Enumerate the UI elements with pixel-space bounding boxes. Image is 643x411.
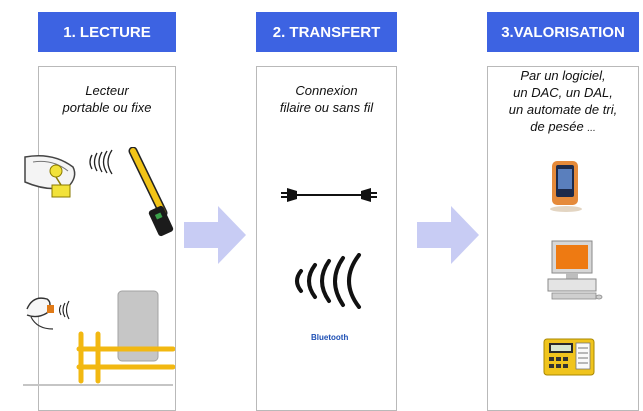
step-3-caption: Par un logiciel, un DAC, un DAL, un auto… [488, 67, 638, 137]
flow-arrow-2-icon [417, 206, 479, 264]
step-3-header: 3.VALORISATION [487, 12, 639, 52]
step-3-caption-line-2: un DAC, un DAL, [513, 85, 613, 100]
step-2-caption: Connexion filaire ou sans fil [257, 82, 396, 116]
step-1-header: 1. LECTURE [38, 12, 176, 52]
rfid-wand-reader-icon [128, 147, 174, 237]
step-2-panel: Connexion filaire ou sans fil Bluetooth [256, 66, 397, 411]
step-1-caption-line-2: portable ou fixe [62, 100, 152, 115]
weighing-indicator-icon [543, 338, 595, 376]
step-3-caption-line-4: de pesée ... [530, 119, 596, 134]
step-1-title: 1. LECTURE [63, 23, 151, 41]
cow-ear-tag-icon [24, 155, 76, 198]
step-2-caption-line-2: filaire ou sans fil [279, 100, 374, 115]
signal-waves-icon [89, 149, 113, 175]
step-3-caption-line-3: un automate de tri, [508, 102, 618, 117]
desktop-computer-icon [547, 240, 603, 300]
step-3-panel: Par un logiciel, un DAC, un DAL, un auto… [487, 66, 639, 411]
step-3-title: 3.VALORISATION [501, 23, 625, 41]
step-3-caption-ellipsis: ... [587, 123, 596, 134]
step-1-panel: Lecteur portable ou fixe [23, 66, 176, 411]
wireless-waves-icon [295, 253, 361, 309]
pda-icon [550, 161, 582, 212]
step-3-caption-line-1: Par un logiciel, [520, 68, 606, 83]
bluetooth-badge: Bluetooth [311, 333, 349, 342]
step-1-caption: Lecteur portable ou fixe [39, 82, 175, 116]
fixed-reader-gate-icon [23, 290, 175, 386]
step-2-caption-line-1: Connexion [295, 83, 358, 98]
step-2-header: 2. TRANSFERT [256, 12, 397, 52]
step-2-title: 2. TRANSFERT [272, 23, 381, 41]
flow-arrow-1-icon [184, 206, 246, 264]
step-1-caption-line-1: Lecteur [85, 83, 129, 98]
usb-cable-icon [281, 188, 377, 202]
